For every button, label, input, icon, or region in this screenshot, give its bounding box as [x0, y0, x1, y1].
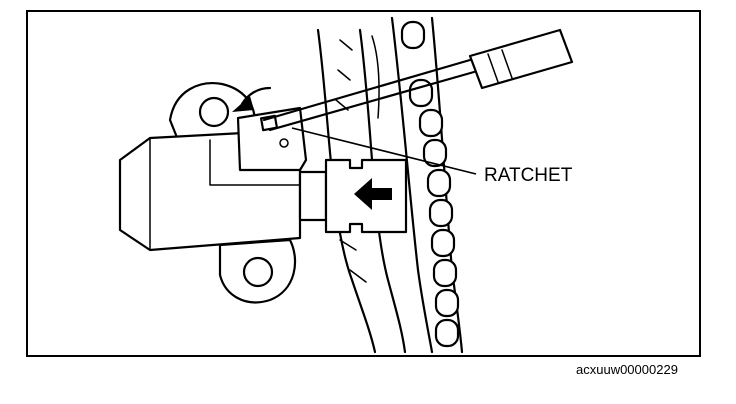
- figure-frame: [26, 10, 701, 357]
- figure-code: acxuuw00000229: [576, 362, 678, 377]
- ratchet-leader-line: [291, 127, 477, 175]
- rotate-arrow-icon: [232, 86, 272, 112]
- timing-chain: [390, 16, 464, 354]
- chain-tensioner: [118, 82, 408, 304]
- chain-guide: [316, 28, 407, 354]
- ratchet-label: RATCHET: [484, 165, 573, 186]
- screwdriver: [262, 28, 574, 132]
- push-arrow-icon: [354, 178, 392, 210]
